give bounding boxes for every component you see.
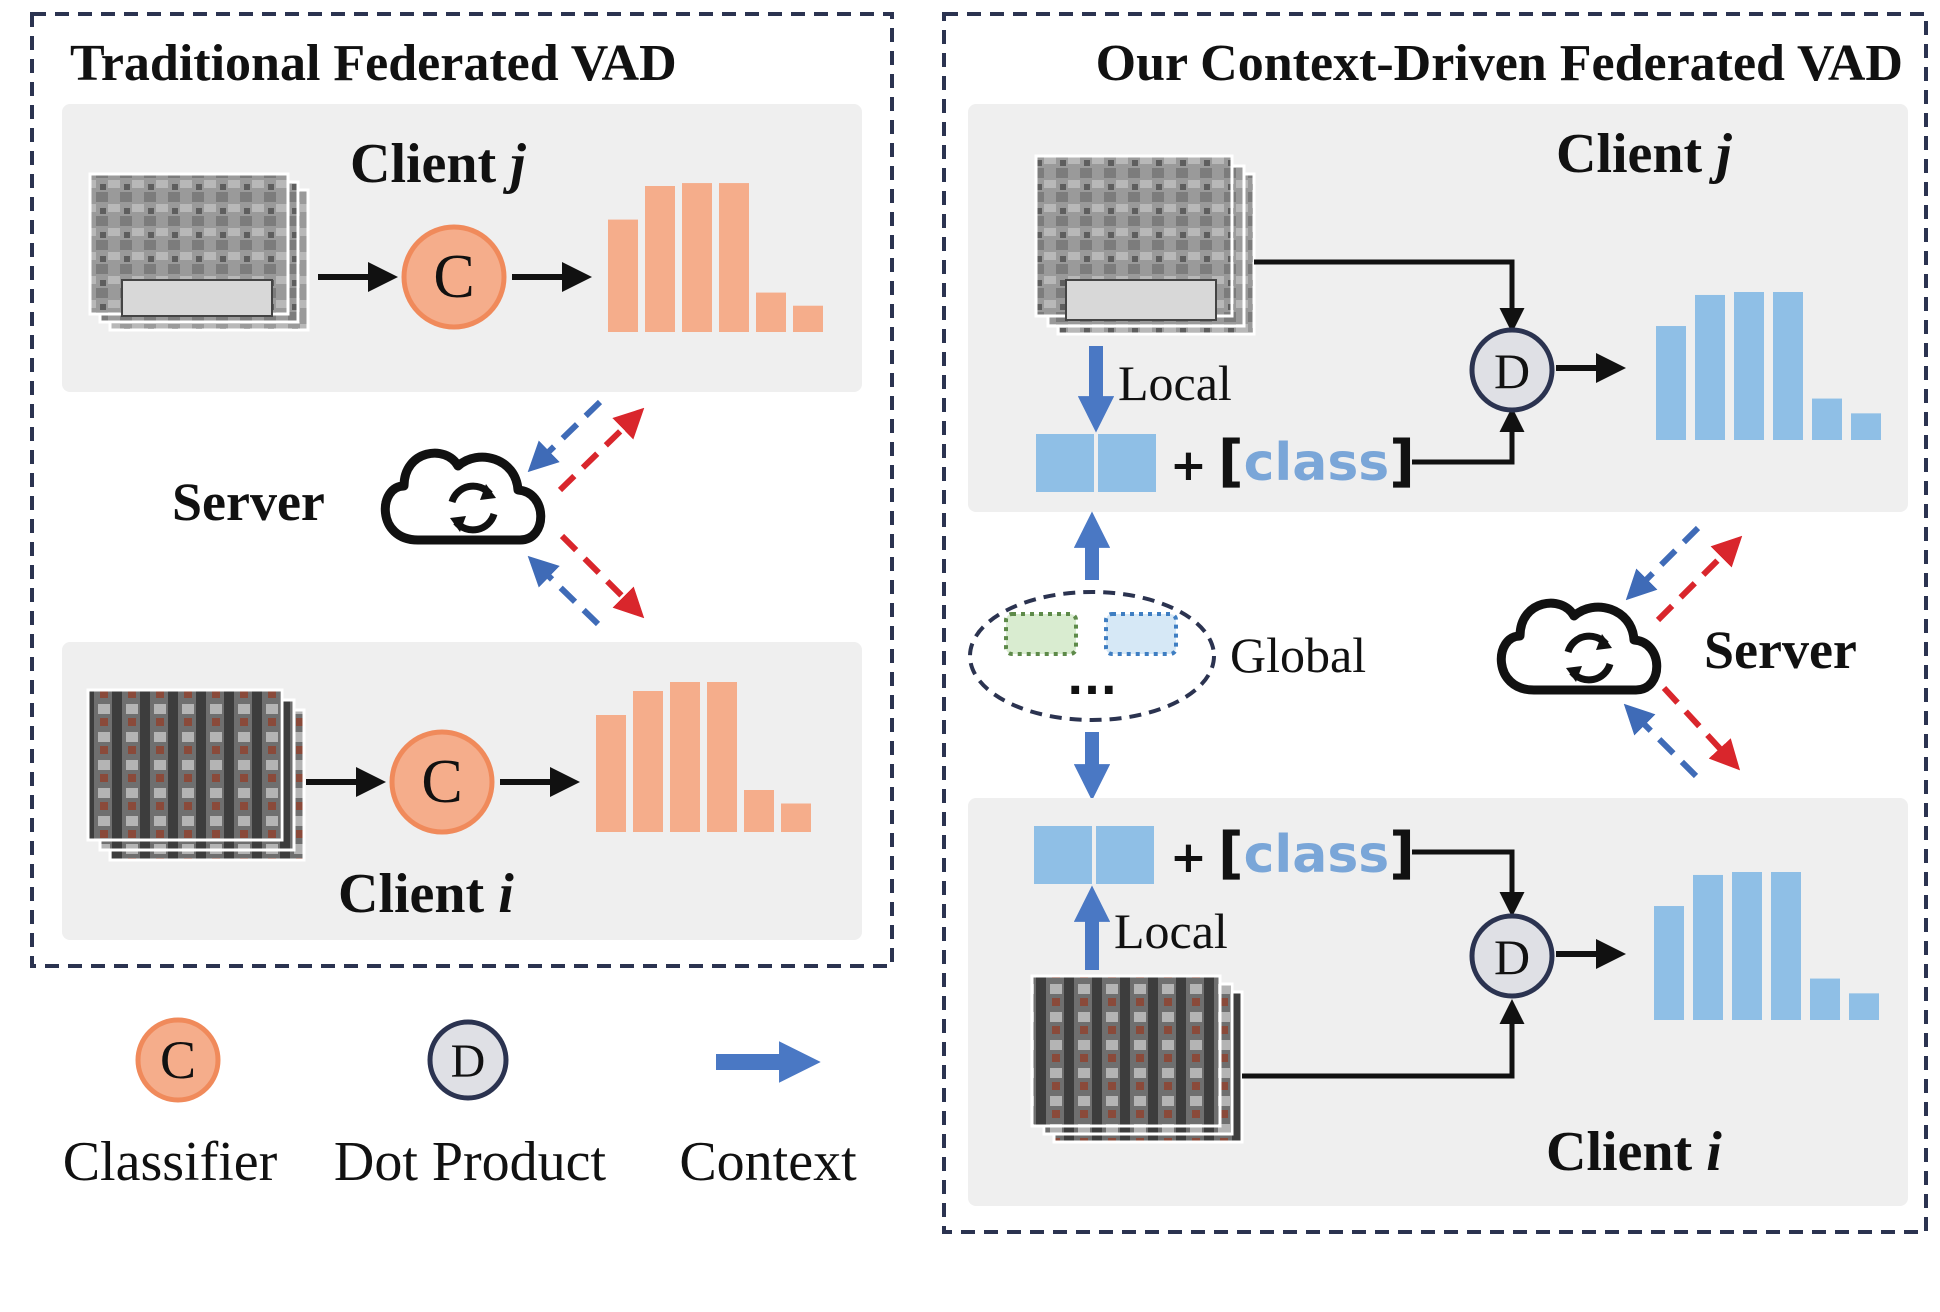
right-bottom-dot-product: D	[1469, 913, 1555, 999]
score-bar	[608, 219, 638, 332]
score-bar	[1849, 993, 1879, 1020]
right-top-scores	[1656, 292, 1881, 440]
right-top-plus: +	[1170, 440, 1207, 491]
right-top-frames-to-dot	[1254, 259, 1525, 333]
score-bar	[645, 186, 675, 332]
score-bar	[633, 691, 663, 832]
right-panel: Our Context-Driven Federated VAD Client …	[942, 12, 1928, 1234]
right-panel-border	[942, 12, 1928, 1234]
score-bar	[1773, 292, 1803, 440]
score-bar	[719, 183, 749, 332]
svg-text:D: D	[451, 1035, 486, 1088]
left-bottom-scores	[596, 682, 811, 832]
score-bar	[1771, 872, 1801, 1020]
left-panel-border	[30, 12, 894, 968]
right-download-arrow-bottom	[1623, 703, 1699, 779]
right-bottom-class-to-dot	[1412, 849, 1525, 917]
right-client-bottom-frames	[1030, 974, 1244, 1144]
score-bar	[781, 803, 811, 832]
score-bar	[756, 292, 786, 332]
right-client-top-label: Client j	[1556, 123, 1732, 185]
right-bottom-local-label: Local	[1114, 903, 1228, 959]
left-upload-arrow-bottom	[559, 533, 645, 619]
left-panel: Traditional Federated VAD C Client j Ser…	[30, 12, 894, 968]
score-bar	[744, 790, 774, 832]
left-upload-arrow-top	[557, 407, 645, 493]
legend-dot-product-label: Dot Product	[334, 1131, 607, 1193]
score-bar	[793, 305, 823, 332]
left-top-scores	[608, 183, 823, 332]
svg-text:D: D	[1494, 343, 1530, 399]
left-client-top-frames	[88, 172, 310, 332]
left-panel-title: Traditional Federated VAD	[70, 35, 677, 92]
score-bar	[670, 682, 700, 832]
score-bar	[1734, 292, 1764, 440]
score-bar	[1656, 326, 1686, 440]
right-bottom-scores	[1654, 872, 1879, 1020]
legend-dot-product-icon: D	[427, 1019, 509, 1101]
right-upload-arrow-top	[1655, 535, 1743, 623]
legend: C Classifier D Dot Product Context	[63, 1017, 857, 1193]
svg-text:C: C	[160, 1030, 196, 1090]
left-server-cloud-icon	[380, 448, 546, 545]
right-download-arrow-top	[1625, 525, 1701, 601]
global-label: Global	[1230, 627, 1366, 683]
global-context-pool: ...	[968, 590, 1216, 722]
right-top-local-label: Local	[1118, 355, 1232, 411]
score-bar	[1695, 294, 1725, 440]
score-bar	[1732, 872, 1762, 1020]
right-server-cloud-icon	[1496, 598, 1662, 695]
right-panel-title: Our Context-Driven Federated VAD	[1096, 35, 1903, 92]
right-top-class-to-dot	[1412, 407, 1525, 465]
left-server-label: Server	[172, 472, 325, 532]
right-bottom-local-context	[1034, 826, 1154, 884]
score-bar	[1812, 398, 1842, 440]
score-bar	[1851, 413, 1881, 440]
right-top-local-context	[1036, 434, 1156, 492]
svg-text:C: C	[433, 243, 474, 311]
right-top-class-token: [class]	[1218, 429, 1415, 494]
right-bottom-frames-to-dot	[1242, 999, 1525, 1079]
left-top-classifier: C	[401, 224, 507, 330]
svg-text:D: D	[1494, 929, 1530, 985]
right-bottom-class-token: [class]	[1218, 821, 1415, 886]
right-upload-arrow-bottom	[1661, 685, 1741, 771]
left-download-arrow-top	[527, 399, 603, 473]
legend-context-label: Context	[679, 1131, 857, 1193]
left-client-top-label: Client j	[350, 133, 526, 195]
left-client-bottom-frames	[86, 688, 306, 862]
legend-classifier-label: Classifier	[63, 1131, 278, 1193]
right-server-label: Server	[1704, 620, 1857, 680]
score-bar	[707, 682, 737, 832]
left-bottom-classifier: C	[389, 729, 495, 835]
score-bar	[1654, 906, 1684, 1020]
svg-text:C: C	[421, 748, 462, 816]
score-bar	[596, 715, 626, 832]
left-download-arrow-bottom	[527, 555, 601, 627]
score-bar	[1810, 978, 1840, 1020]
global-ellipsis: ...	[1067, 654, 1117, 705]
score-bar	[682, 183, 712, 332]
score-bar	[1693, 874, 1723, 1020]
legend-classifier-icon: C	[135, 1017, 221, 1103]
left-client-bottom-label: Client i	[338, 863, 514, 925]
right-client-top-frames	[1034, 154, 1256, 336]
right-client-bottom-label: Client i	[1546, 1121, 1722, 1183]
right-top-dot-product: D	[1469, 327, 1555, 413]
right-bottom-plus: +	[1170, 832, 1207, 883]
